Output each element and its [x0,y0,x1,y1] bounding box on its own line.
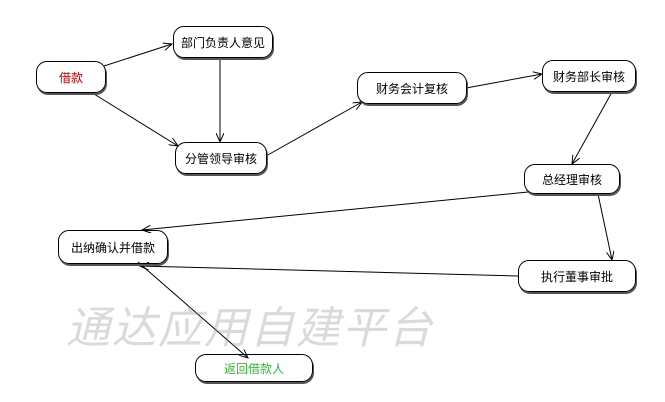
node-cashier[interactable]: 出纳确认并借款 [58,230,168,264]
arrow-gm-to-cashier [142,191,529,230]
arrow-gm-to-board [597,193,612,260]
node-dept-head[interactable]: 部门负责人意见 [173,26,273,58]
arrow-loan-to-leader [93,93,178,146]
node-gm-label: 总经理审核 [541,172,602,187]
node-board[interactable]: 执行董事审批 [518,260,636,292]
node-cashier-label: 出纳确认并借款 [70,240,155,255]
arrow-accountant-to-finance-head [465,74,542,89]
node-return[interactable]: 返回借款人 [195,354,313,382]
node-loan-label: 借款 [58,70,83,85]
node-loan[interactable]: 借款 [36,61,106,93]
node-board-label: 执行董事审批 [540,269,613,284]
node-gm[interactable]: 总经理审核 [524,164,620,194]
arrow-leader-to-accountant [265,102,362,157]
node-dept-head-label: 部门负责人意见 [180,35,265,50]
node-accountant-label: 财务会计复核 [375,81,448,96]
node-accountant[interactable]: 财务会计复核 [357,72,467,104]
node-finance-head-label: 财务部长审核 [552,69,625,84]
arrow-finance-head-to-gm [572,91,613,164]
arrow-loan-to-dept-head [103,44,172,67]
node-leader[interactable]: 分管领导审核 [175,142,267,174]
node-finance-head[interactable]: 财务部长审核 [542,60,636,92]
arrow-board-to-cashier [140,266,519,277]
arrow-cashier-to-return [137,261,248,358]
node-return-label: 返回借款人 [223,361,284,376]
node-leader-label: 分管领导审核 [184,151,257,166]
